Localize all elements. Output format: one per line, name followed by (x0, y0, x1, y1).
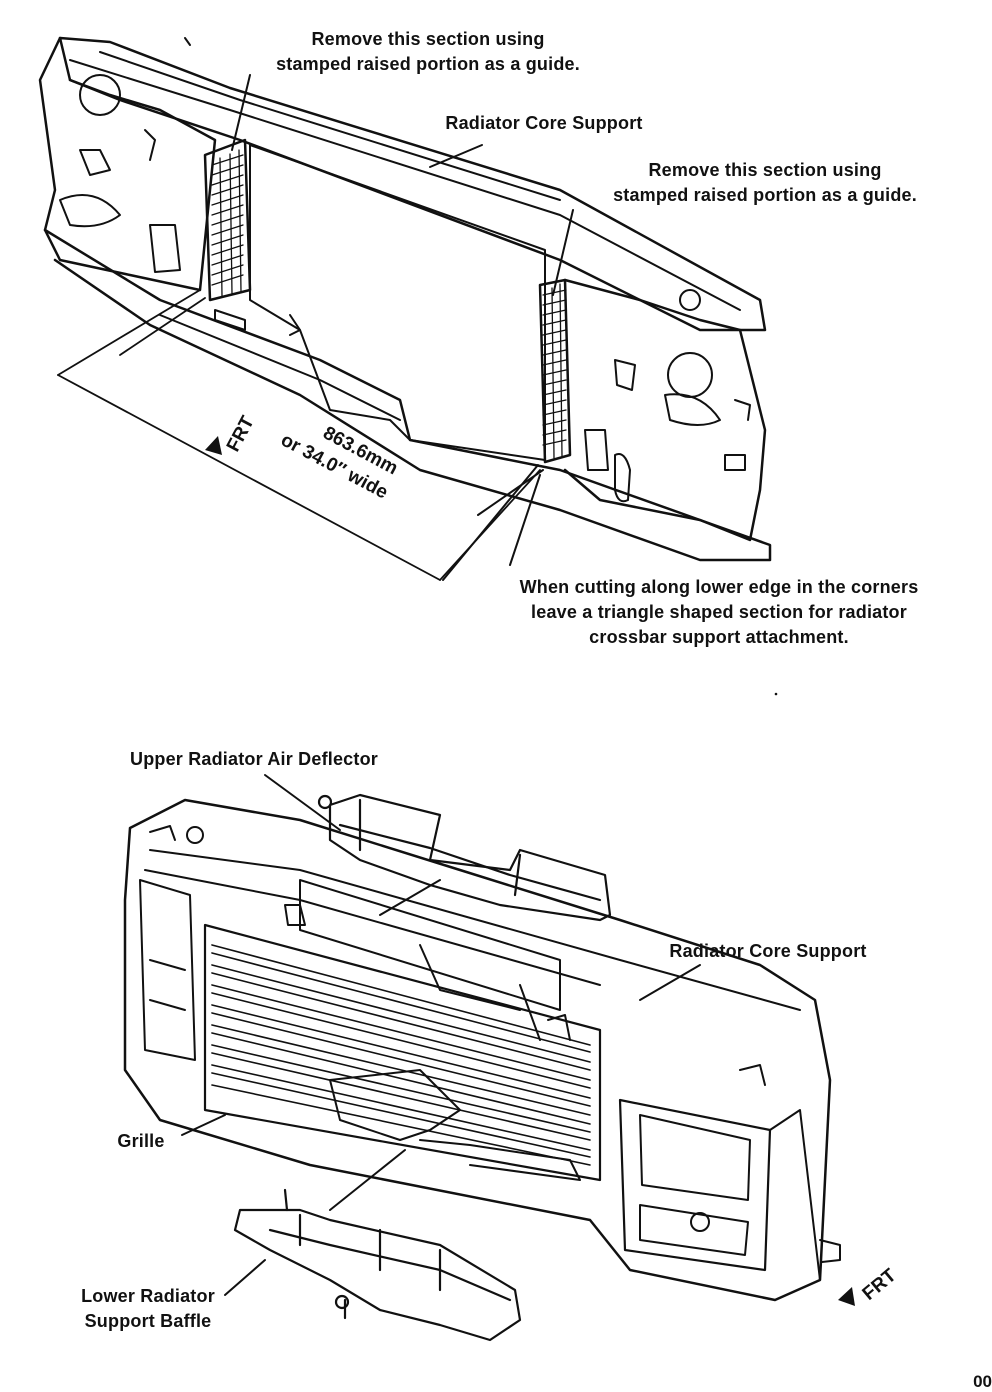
page-number: 00 (973, 1372, 992, 1391)
callout-right-line-1: Remove this section using (648, 160, 882, 180)
callout-left-line-1: Remove this section using (311, 29, 545, 49)
stray-mark (774, 692, 778, 696)
top-leader-lines (184, 37, 574, 581)
lower-support-baffle (233, 1188, 522, 1342)
cutting-note-line-2: leave a triangle shaped section for radi… (531, 602, 907, 622)
front-arrow-top (205, 436, 222, 455)
lower-baffle-line-1: Lower Radiator (81, 1286, 215, 1306)
callout-right-remove-section: Remove this section using stamped raised… (580, 158, 950, 208)
cutting-note-line-1: When cutting along lower edge in the cor… (519, 577, 919, 597)
cutting-note: When cutting along lower edge in the cor… (480, 575, 958, 650)
core-support-label: Radiator Core Support (669, 941, 867, 961)
grille-label: Grille (117, 1131, 165, 1151)
callout-left-remove-section: Remove this section using stamped raised… (243, 27, 613, 77)
upper-deflector-label: Upper Radiator Air Deflector (130, 749, 378, 769)
lower-baffle-line-2: Support Baffle (84, 1311, 212, 1331)
radiator-core-support-title: Radiator Core Support (445, 113, 643, 133)
cutting-note-line-3: crossbar support attachment. (589, 627, 849, 647)
callout-left-line-2: stamped raised portion as a guide. (276, 54, 580, 74)
callout-right-line-2: stamped raised portion as a guide. (613, 185, 917, 205)
lower-baffle-label: Lower Radiator Support Baffle (68, 1284, 228, 1334)
bottom-leader-lines (181, 774, 701, 1296)
upper-air-deflector (317, 793, 612, 922)
width-dimension-lines (57, 289, 541, 581)
grille-assembly-bottom (123, 798, 841, 1302)
front-arrow-bottom (838, 1287, 855, 1306)
radiator-core-support-top (38, 36, 772, 562)
